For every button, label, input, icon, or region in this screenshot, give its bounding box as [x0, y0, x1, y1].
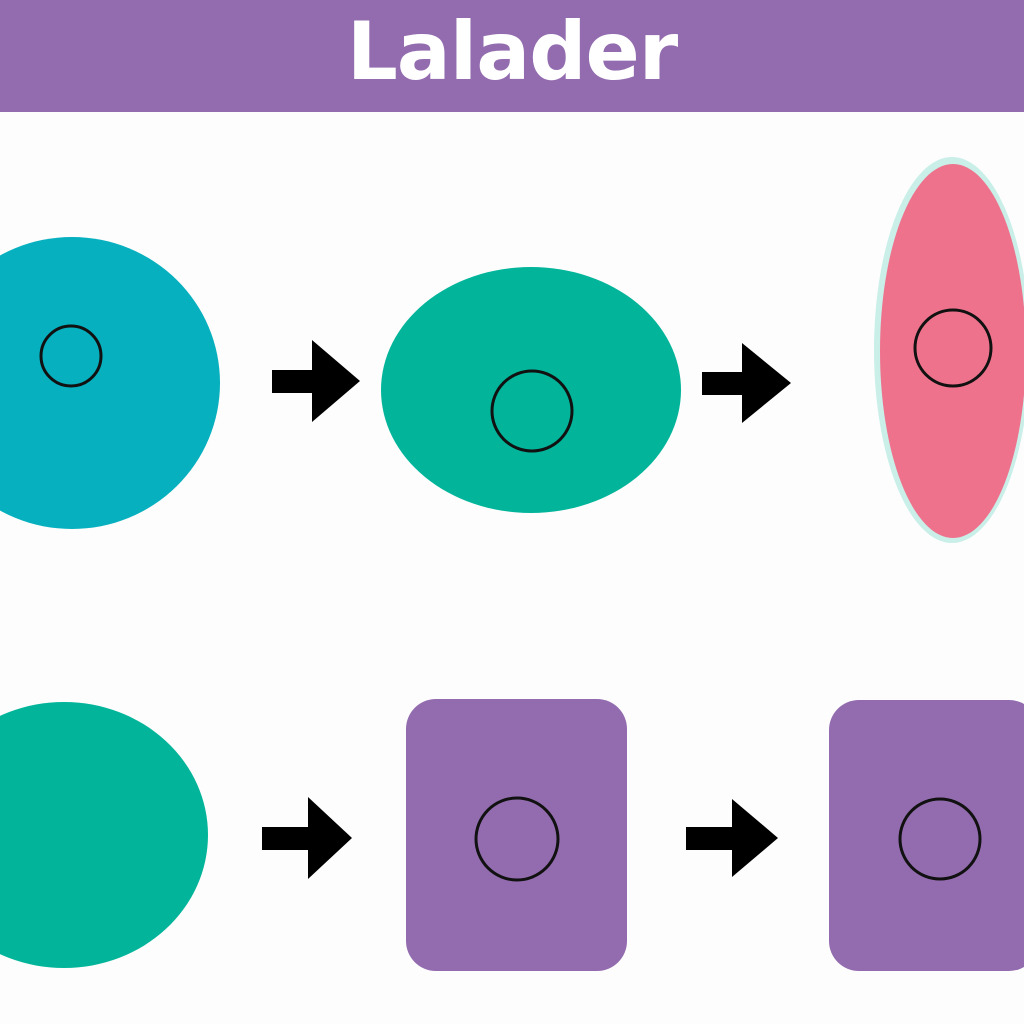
header-bar: Lalader	[0, 0, 1024, 112]
pink-elongated-cell	[880, 164, 1024, 538]
right-arrow-icon	[272, 340, 360, 422]
cyan-round-cell	[0, 237, 220, 529]
teal-oval-cell	[381, 267, 681, 513]
nucleus-circle	[490, 369, 574, 453]
right-arrow-icon	[702, 343, 791, 423]
right-arrow-icon	[262, 797, 352, 879]
purple-square-cell	[829, 700, 1024, 971]
nucleus-circle	[39, 324, 103, 388]
nucleus-circle	[898, 797, 982, 881]
top-row	[0, 157, 1024, 543]
header-background	[0, 0, 1024, 112]
right-arrow-icon	[686, 799, 778, 877]
nucleus-circle	[913, 308, 993, 388]
nucleus-circle	[474, 796, 560, 882]
purple-square-cell	[406, 699, 627, 971]
page-title: Lalader	[346, 5, 678, 98]
teal-round-cell	[0, 702, 208, 968]
bottom-row	[0, 699, 1024, 971]
